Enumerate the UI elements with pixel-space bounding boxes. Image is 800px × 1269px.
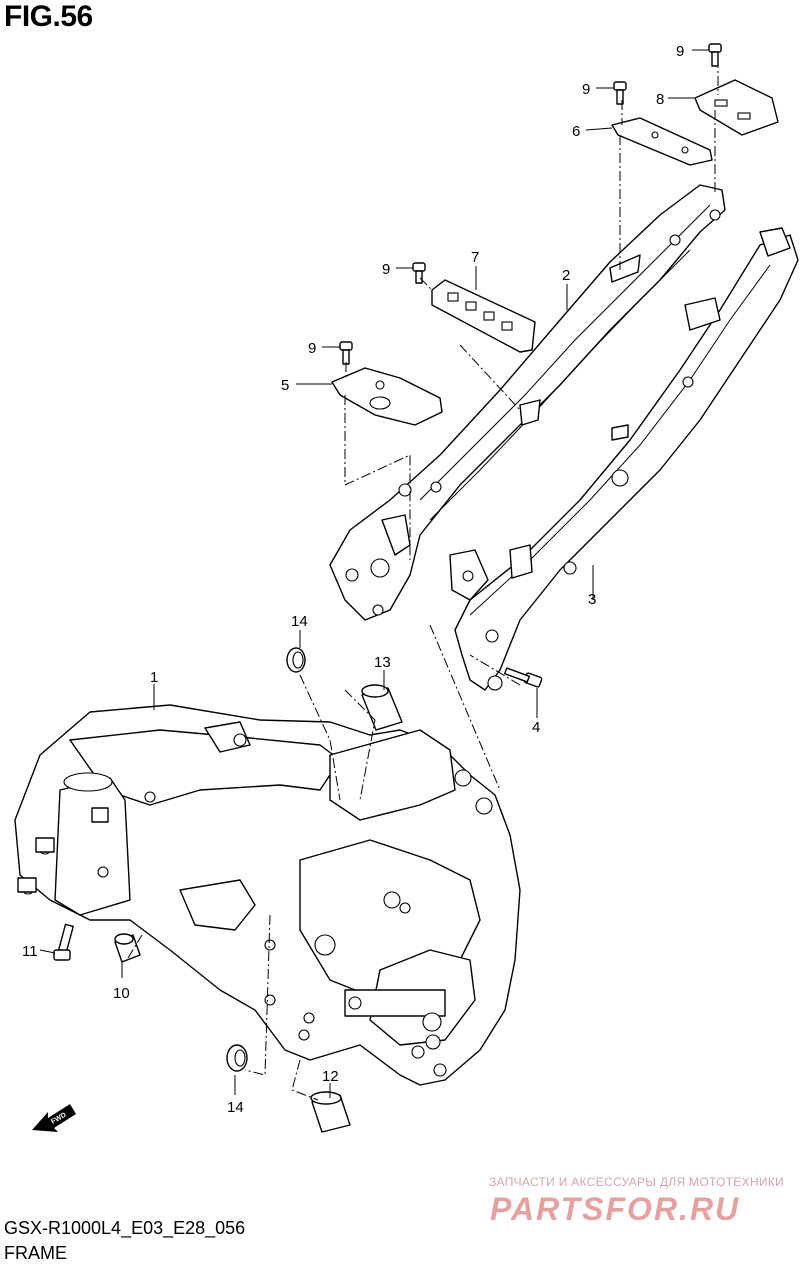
seat-rail-2 <box>329 184 726 621</box>
bolt-9-group <box>339 43 722 365</box>
callout-11: 11 <box>22 943 38 960</box>
callout-14: 14 <box>291 613 308 630</box>
bolt-9-lower <box>339 341 353 365</box>
spacer-14-bottom <box>226 1044 248 1072</box>
assembly-lines <box>127 58 719 1101</box>
callout-7: 7 <box>471 249 479 266</box>
bolt-4 <box>503 667 543 688</box>
callout-9: 9 <box>582 81 590 98</box>
callout-4: 4 <box>532 719 540 736</box>
bushing-13 <box>361 684 403 731</box>
fwd-arrow-icon: FWD <box>32 1104 76 1132</box>
diagram-code: GSX-R1000L4_E03_E28_056 <box>4 1218 246 1238</box>
bracket-plate-6 <box>611 117 713 166</box>
bolt-9-middle <box>412 262 426 284</box>
watermark-tagline: ЗАПЧАСТИ И АКСЕССУАРЫ ДЛЯ МОТОТЕХНИКИ <box>489 1175 785 1189</box>
callout-6: 6 <box>572 123 580 140</box>
watermark-logo-text: PARTSFOR.RU <box>490 1191 740 1227</box>
callout-2: 2 <box>562 267 570 284</box>
bolt-9-upper <box>613 81 627 105</box>
bushing-12 <box>310 1091 351 1133</box>
callout-8: 8 <box>656 91 664 108</box>
figure-title: FIG.56 <box>4 0 93 33</box>
callout-9: 9 <box>676 43 684 60</box>
callout-9: 9 <box>382 261 390 278</box>
bracket-plate-8 <box>694 79 779 136</box>
spacer-14-top <box>286 647 306 673</box>
bracket-plate-7 <box>431 279 536 353</box>
bushing-10 <box>114 933 141 963</box>
bracket-plate-5 <box>331 367 443 426</box>
callout-14: 14 <box>227 1099 244 1116</box>
diagram-name: FRAME <box>4 1243 67 1263</box>
callout-9: 9 <box>308 340 316 357</box>
callout-12: 12 <box>322 1068 339 1085</box>
callout-3: 3 <box>588 591 596 608</box>
callout-5: 5 <box>281 377 289 394</box>
main-frame-1 <box>14 704 521 1086</box>
callout-1: 1 <box>150 669 158 686</box>
bolt-11 <box>53 923 74 961</box>
callout-10: 10 <box>113 985 130 1002</box>
bolt-9-top <box>708 43 722 67</box>
callout-labels: 9 9 9 9 8 6 7 5 2 3 4 1 13 14 10 11 12 1… <box>22 43 684 1116</box>
callout-13: 13 <box>374 654 391 671</box>
seat-rail-3 <box>449 227 799 691</box>
watermark-logo: PARTSFOR.RU <box>490 1191 740 1227</box>
leader-lines <box>39 49 709 1098</box>
